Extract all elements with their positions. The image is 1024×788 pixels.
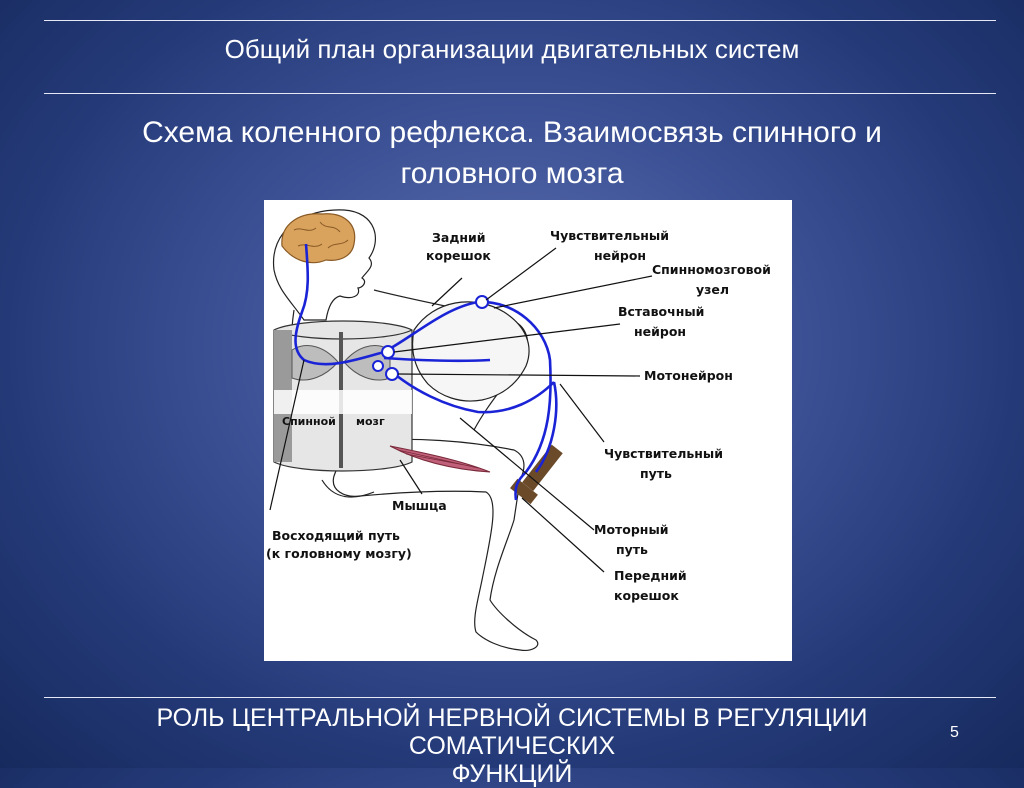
footer-rule: [44, 697, 996, 698]
neuron-bodies: [372, 295, 489, 381]
knee-reflex-diagram: Задний корешок Чувствительный нейрон Спи…: [264, 200, 792, 661]
vertebra-shape: [411, 301, 530, 402]
label-motor-path-2: путь: [616, 542, 648, 557]
label-motor-path-1: Моторный: [594, 522, 669, 537]
label-ventral-root-2: корешок: [614, 588, 679, 603]
label-spinal-ganglion-1: Спинномозговой: [652, 262, 771, 277]
label-dorsal-root-2: корешок: [426, 248, 491, 263]
label-sensory-path-2: путь: [640, 466, 672, 481]
label-spinal-ganglion-2: узел: [696, 282, 729, 297]
spinal-cord-block: [273, 320, 413, 472]
footer-line-1: РОЛЬ ЦЕНТРАЛЬНОЙ НЕРВНОЙ СИСТЕМЫ В РЕГУЛ…: [156, 704, 868, 760]
label-ventral-root-1: Передний: [614, 568, 687, 583]
footer-line-2: ФУНКЦИЙ: [451, 760, 573, 788]
label-spinal-2: мозг: [356, 415, 385, 428]
heading-line-2: головного мозга: [400, 157, 624, 190]
label-interneuron-1: Вставочный: [618, 304, 704, 319]
heading-line-1: Схема коленного рефлекса. Взаимосвязь сп…: [142, 116, 882, 149]
label-muscle: Мышца: [392, 498, 447, 513]
slide-footer: РОЛЬ ЦЕНТРАЛЬНОЙ НЕРВНОЙ СИСТЕМЫ В РЕГУЛ…: [60, 704, 964, 788]
label-ascending-1: Восходящий путь: [272, 528, 400, 543]
label-dorsal-root-1: Задний: [432, 230, 486, 245]
page-number: 5: [950, 724, 959, 741]
title-underline: [44, 93, 996, 94]
label-spinal-1: Спинной: [282, 415, 336, 428]
label-ascending-2: (к головному мозгу): [266, 546, 412, 561]
label-sensory-neuron-2: нейрон: [594, 248, 646, 263]
label-interneuron-2: нейрон: [634, 324, 686, 339]
nerve-pathways: [294, 243, 558, 501]
label-sensory-neuron-1: Чувствительный: [550, 228, 669, 243]
head-outline: [272, 209, 376, 321]
label-sensory-path-1: Чувствительный: [604, 446, 723, 461]
leader-lines: [269, 247, 653, 573]
brain-shape: [281, 213, 356, 264]
muscle-shape: [389, 445, 491, 473]
slide-heading: Схема коленного рефлекса. Взаимосвязь сп…: [60, 112, 964, 194]
label-motoneuron: Мотонейрон: [644, 368, 733, 383]
diagram-svg: Задний корешок Чувствительный нейрон Спи…: [266, 209, 771, 651]
slide-top-title: Общий план организации двигательных сист…: [224, 34, 800, 64]
leg-outline: [332, 438, 539, 651]
top-rule: [44, 20, 996, 21]
